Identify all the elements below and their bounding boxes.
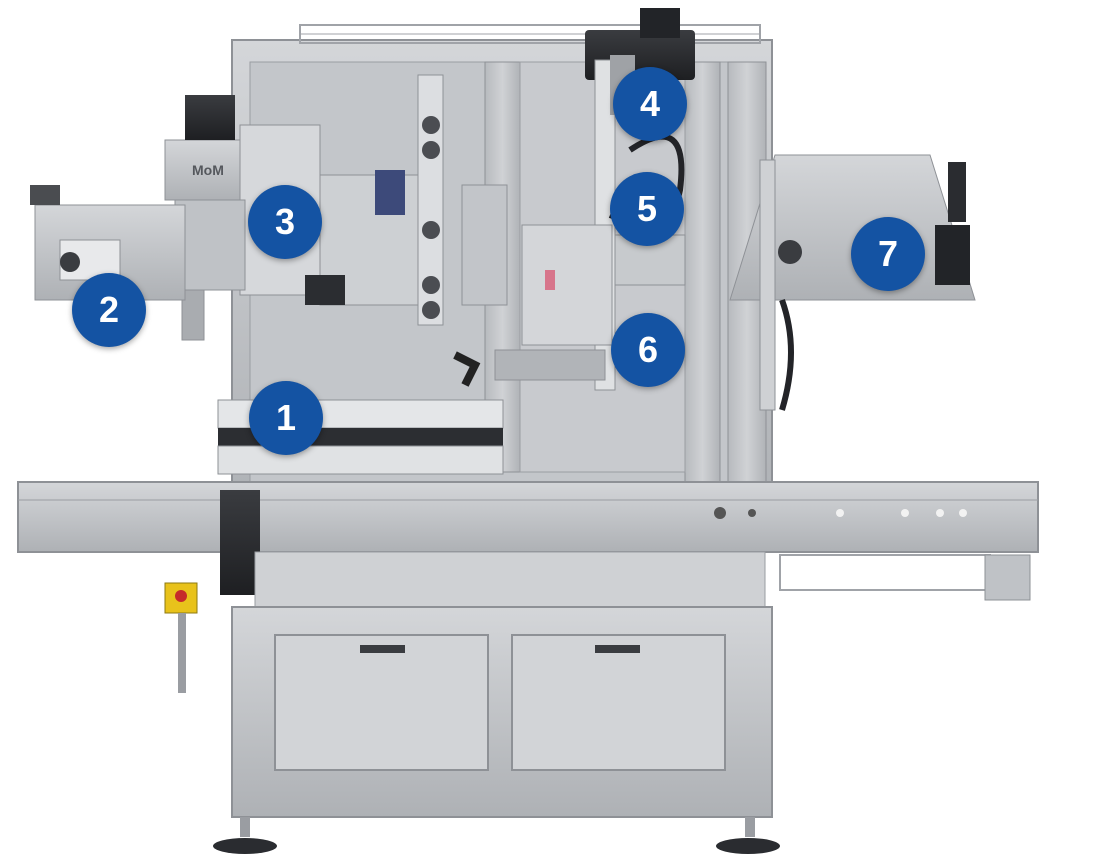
foot-right [716, 838, 780, 854]
label-head [164, 139, 251, 201]
callout-1: 1 [249, 381, 323, 455]
callout-5-label: 5 [636, 188, 658, 229]
callout-5: 5 [610, 172, 684, 246]
plate-text: MoM [192, 162, 224, 178]
callout-6-label: 6 [637, 329, 659, 370]
cabinet-door-right [511, 634, 726, 771]
conveyor [17, 481, 1039, 553]
callout-4: 4 [613, 67, 687, 141]
cabinet-door-left [274, 634, 489, 771]
callout-7: 7 [851, 217, 925, 291]
callout-4-label: 4 [639, 83, 661, 124]
callout-2-label: 2 [98, 289, 120, 330]
callout-7-label: 7 [877, 233, 899, 274]
callout-3: 3 [248, 185, 322, 259]
callout-6: 6 [611, 313, 685, 387]
callout-2: 2 [72, 273, 146, 347]
callout-1-label: 1 [275, 397, 297, 438]
callout-3-label: 3 [274, 201, 296, 242]
conveyor-guide-lower [217, 445, 504, 475]
foot-left [213, 838, 277, 854]
